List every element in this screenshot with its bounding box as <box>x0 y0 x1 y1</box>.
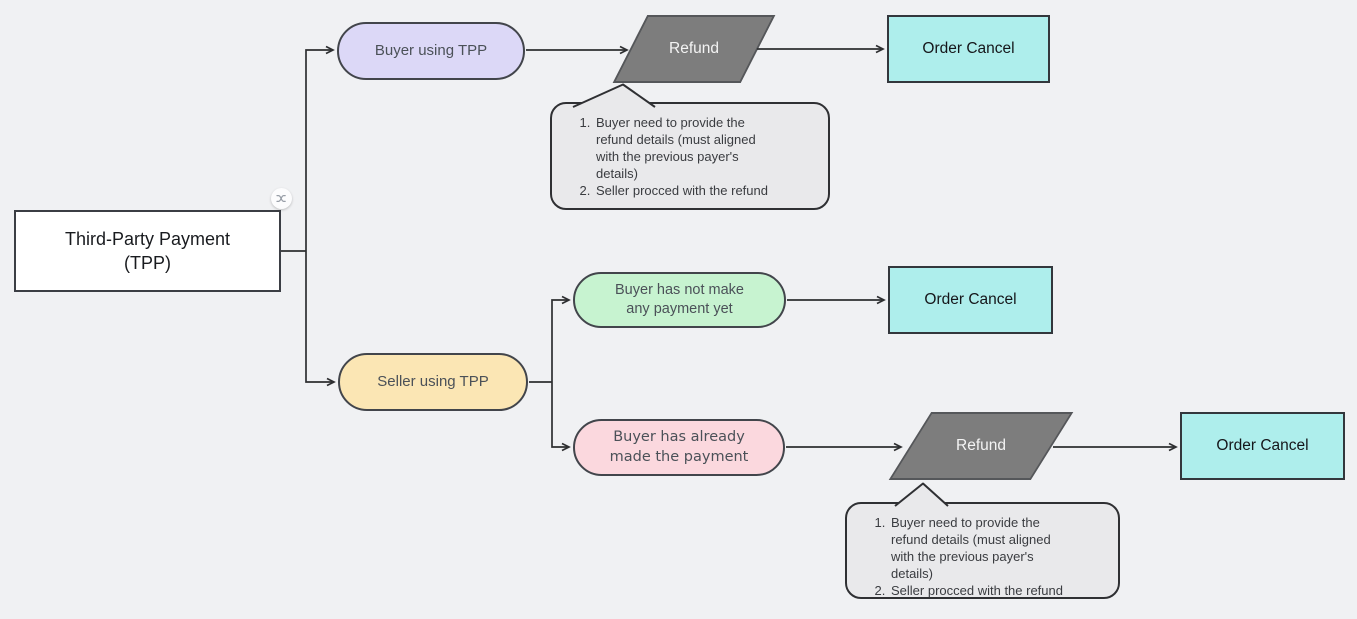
node-already-paid[interactable]: Buyer has already made the payment <box>573 419 785 476</box>
node-third-party-payment[interactable]: Third-Party Payment (TPP) <box>14 210 281 292</box>
node-label: Third-Party Payment (TPP) <box>64 228 231 273</box>
edge-seller-to-paid <box>551 382 571 452</box>
node-label: Order Cancel <box>922 40 1015 57</box>
node-order-cancel-middle[interactable]: Order Cancel <box>888 266 1053 334</box>
note-item: Buyer need to provide the refund details… <box>889 514 1110 582</box>
node-label: Refund <box>956 437 1006 454</box>
node-label: Order Cancel <box>1216 437 1309 454</box>
shuffle-icon <box>276 195 286 202</box>
node-label: Refund <box>669 40 719 57</box>
note-list: Buyer need to provide the refund details… <box>847 514 1118 599</box>
edge-root-to-buyer <box>305 45 335 251</box>
edge-seller-to-nopayment <box>551 295 571 382</box>
note-list: Buyer need to provide the refund details… <box>552 114 828 199</box>
node-label: Buyer has not make any payment yet <box>615 281 744 317</box>
node-order-cancel-top[interactable]: Order Cancel <box>887 15 1050 83</box>
node-order-cancel-bottom[interactable]: Order Cancel <box>1180 412 1345 480</box>
node-label: Buyer has already made the payment <box>609 429 749 465</box>
node-refund-bottom[interactable]: Refund <box>888 412 1074 480</box>
node-no-payment-yet[interactable]: Buyer has not make any payment yet <box>573 272 786 328</box>
note-item: Buyer need to provide the refund details… <box>594 114 820 182</box>
node-seller-using-tpp[interactable]: Seller using TPP <box>338 353 528 411</box>
note-item: Seller procced with the refund <box>889 582 1110 599</box>
edge-root-to-seller <box>305 251 336 387</box>
node-label: Seller using TPP <box>377 373 489 391</box>
node-buyer-using-tpp[interactable]: Buyer using TPP <box>337 22 525 80</box>
node-label: Order Cancel <box>924 291 1017 308</box>
note-item: Seller procced with the refund <box>594 182 820 199</box>
note-refund-steps-top[interactable]: Buyer need to provide the refund details… <box>550 102 830 210</box>
node-refund-top[interactable]: Refund <box>612 15 776 83</box>
collapse-badge[interactable] <box>271 188 292 209</box>
note-refund-steps-bottom[interactable]: Buyer need to provide the refund details… <box>845 502 1120 599</box>
node-label: Buyer using TPP <box>374 42 488 60</box>
